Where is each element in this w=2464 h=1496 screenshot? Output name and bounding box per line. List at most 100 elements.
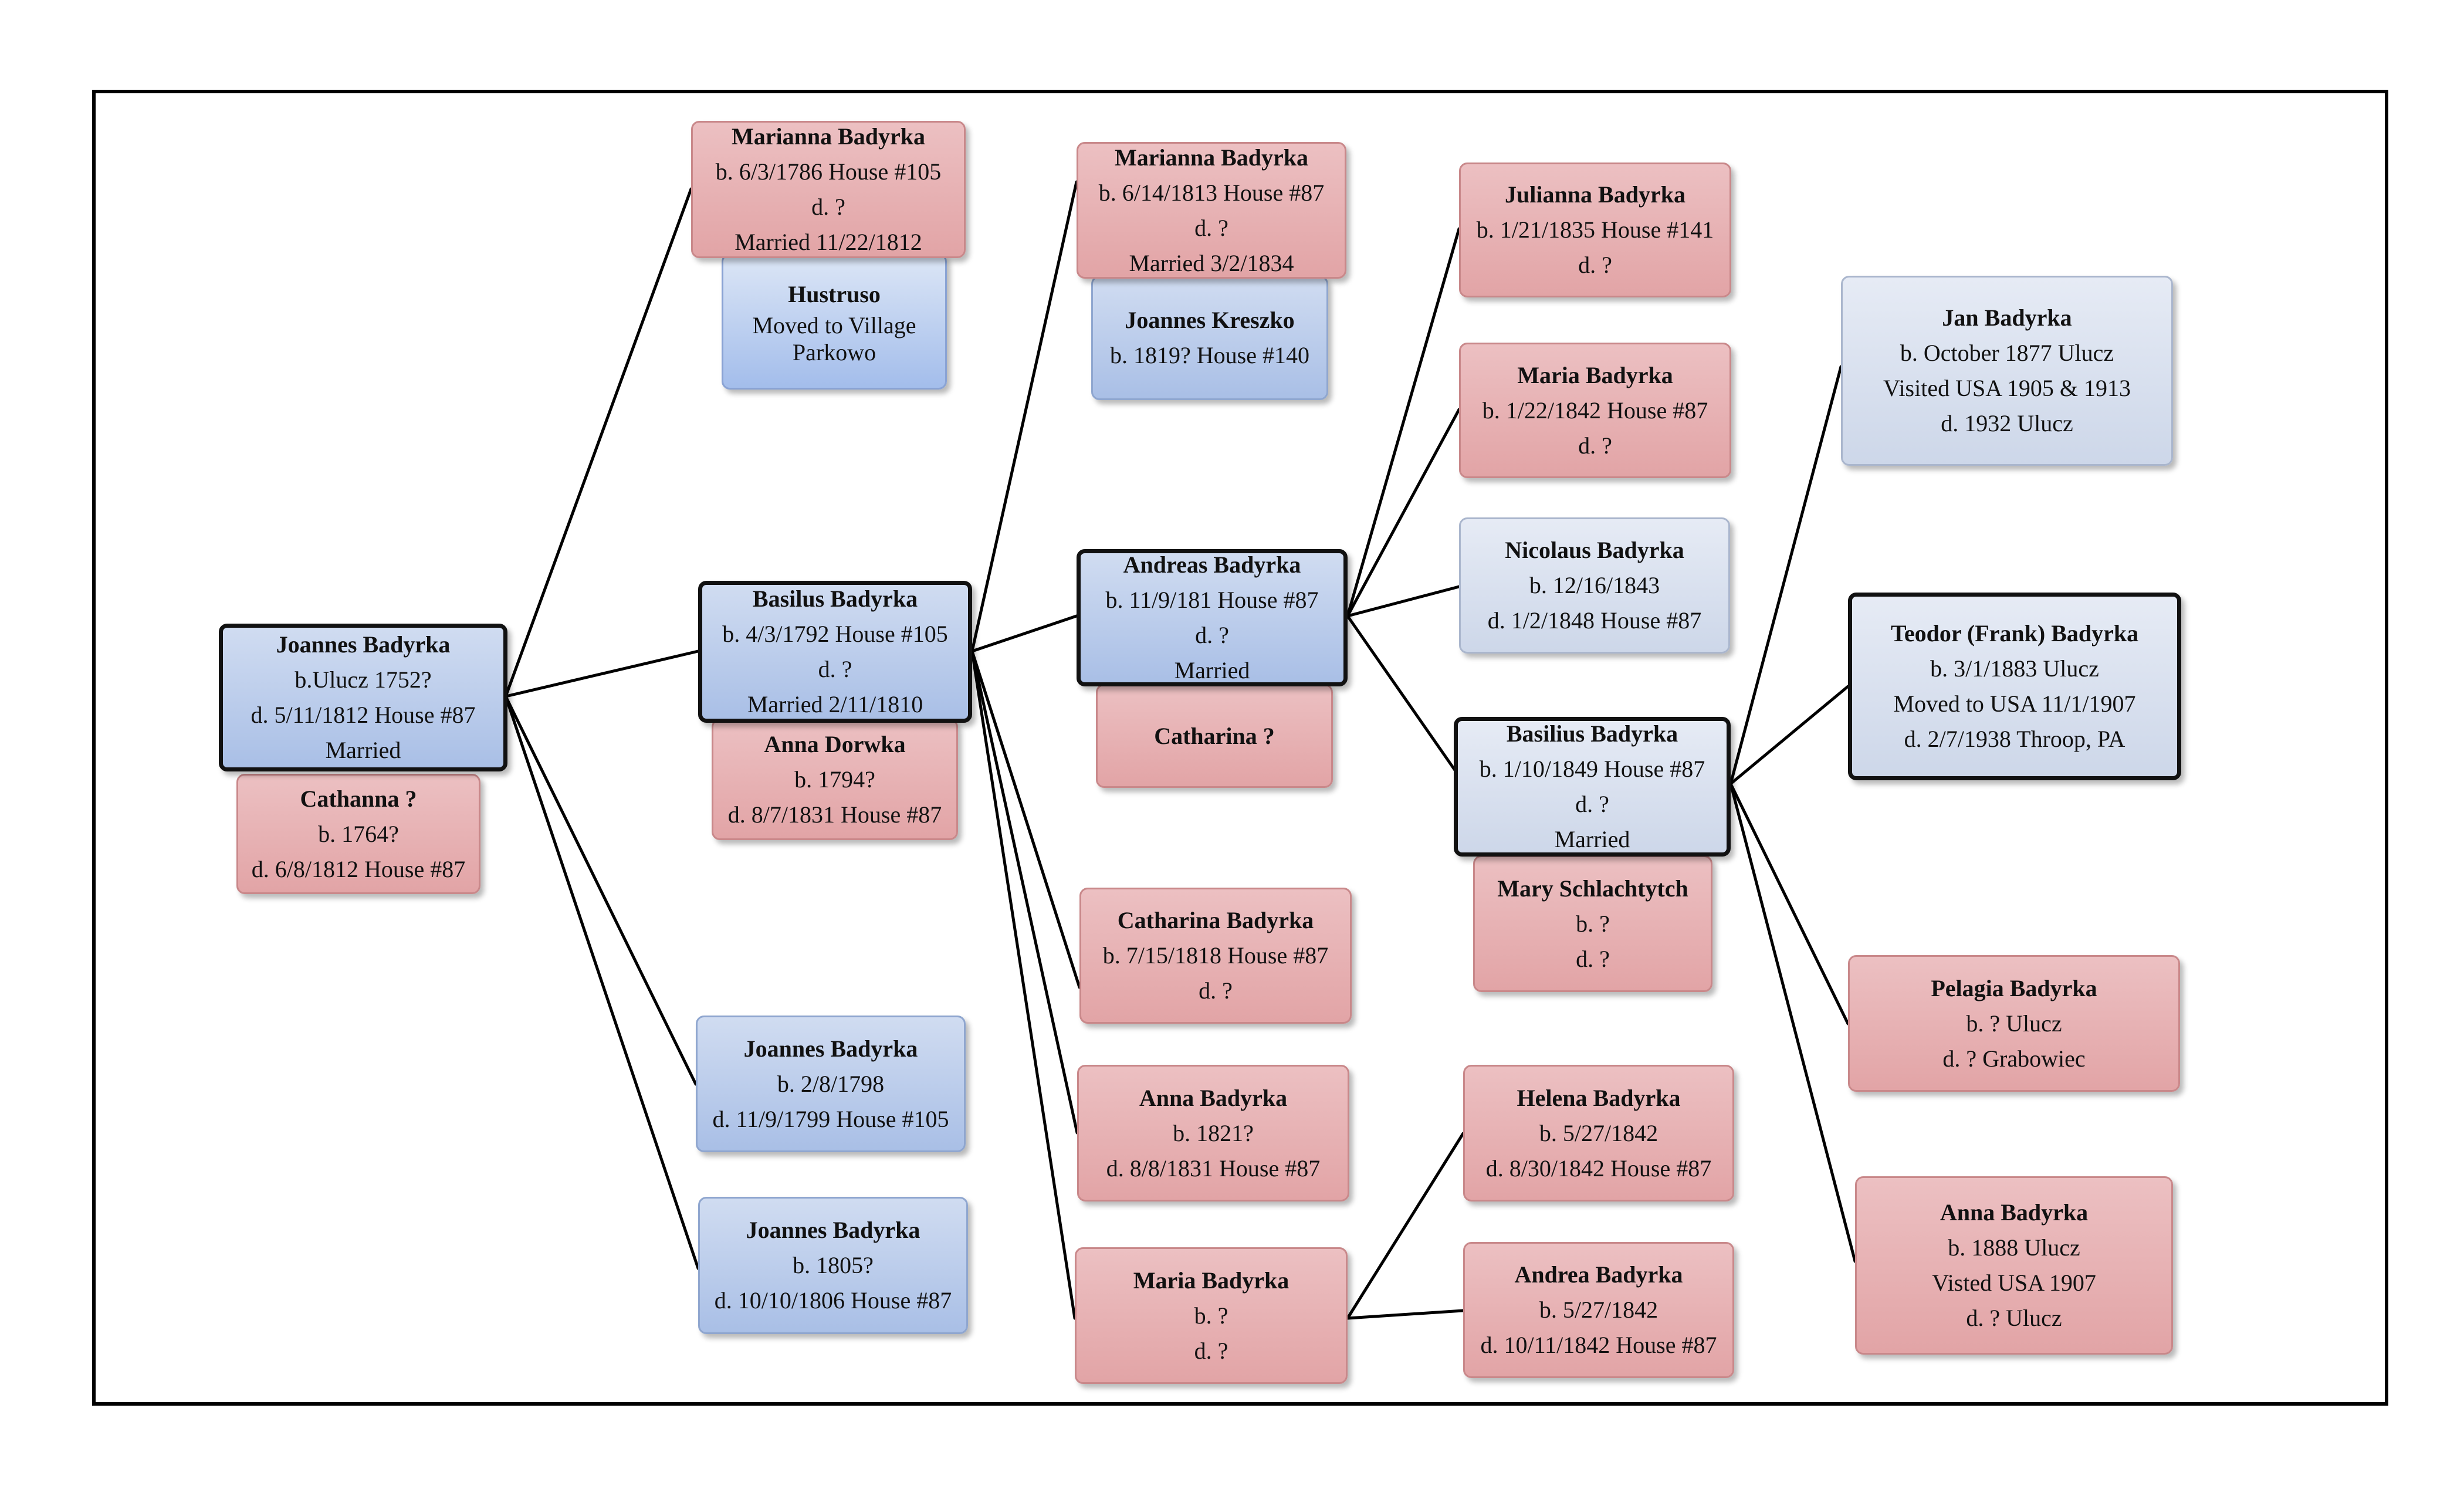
person-andreas[interactable]: Andreas Badyrka b. 11/9/181 House #87 d.… [1077,549,1348,686]
link-basilus-anna1821 [970,649,1079,1135]
person-name: Anna Badyrka [1940,1199,2089,1226]
link-basilius-jan [1729,365,1843,786]
link-andreas-nicolaus [1346,585,1461,618]
person-death: d. ? [1194,1337,1228,1364]
person-teodor[interactable]: Teodor (Frank) Badyrka b. 3/1/1883 Ulucz… [1848,593,2181,780]
person-nicolaus[interactable]: Nicolaus Badyrka b. 12/16/1843 d. 1/2/18… [1459,517,1730,654]
link-andreas-maria1842 [1346,408,1461,618]
link-andreas-basilius [1346,614,1460,776]
person-death: d. 1932 Ulucz [1941,410,2073,436]
person-note: Visted USA 1907 [1932,1270,2096,1296]
person-birth: b. 1821? [1173,1119,1254,1146]
person-birth: b. 3/1/1883 Ulucz [1930,655,2099,682]
person-name: Teodor (Frank) Badyrka [1890,620,2139,647]
person-name: Basilius Badyrka [1506,720,1678,747]
person-helena[interactable]: Helena Badyrka b. 5/27/1842 d. 8/30/1842… [1463,1065,1734,1201]
person-name: Joannes Badyrka [743,1035,918,1062]
person-birth: b. 1764? [318,820,399,847]
person-andrea[interactable]: Andrea Badyrka b. 5/27/1842 d. 10/11/184… [1463,1242,1734,1378]
link-basilus-maria [970,649,1077,1320]
person-joannes-1752[interactable]: Joannes Badyrka b.Ulucz 1752? d. 5/11/18… [219,624,507,771]
person-joannes-1798[interactable]: Joannes Badyrka b. 2/8/1798 d. 11/9/1799… [696,1016,966,1152]
link-andreas-julianna [1346,227,1461,618]
person-name: Jan Badyrka [1942,304,2072,331]
person-joannes-kreszko[interactable]: Joannes Kreszko b. 1819? House #140 [1091,276,1328,400]
person-birth: b. 4/3/1792 House #105 [722,621,948,647]
person-birth: b. October 1877 Ulucz [1900,340,2114,366]
person-death: d. ? Grabowiec [1942,1045,2086,1072]
person-marianna-1813[interactable]: Marianna Badyrka b. 6/14/1813 House #87 … [1077,142,1346,279]
person-birth: b. 1805? [793,1252,874,1278]
person-marriage: Married [1554,826,1630,852]
person-death: d. ? [1576,945,1610,972]
person-name: Cathanna ? [300,785,417,812]
person-marianna-1786[interactable]: Marianna Badyrka b. 6/3/1786 House #105 … [691,121,966,258]
person-death: d. ? [818,656,852,682]
person-maria-badyrka[interactable]: Maria Badyrka b. ? d. ? [1075,1247,1348,1384]
person-name: Andrea Badyrka [1514,1261,1683,1288]
person-catharina-1818[interactable]: Catharina Badyrka b. 7/15/1818 House #87… [1079,888,1352,1024]
person-pelagia[interactable]: Pelagia Badyrka b. ? Ulucz d. ? Grabowie… [1848,955,2180,1092]
person-maria-1842[interactable]: Maria Badyrka b. 1/22/1842 House #87 d. … [1459,343,1731,478]
person-death: d. 6/8/1812 House #87 [251,855,466,882]
person-name: Helena Badyrka [1517,1084,1681,1111]
person-death: d. ? [1578,252,1612,278]
person-name: Anna Badyrka [1139,1084,1288,1111]
person-death: d. ? Ulucz [1966,1305,2062,1331]
person-birth: b.Ulucz 1752? [295,666,432,693]
person-name: Catharina Badyrka [1117,907,1314,933]
person-birth: b. 6/14/1813 House #87 [1098,179,1325,206]
person-death: d. ? [1575,791,1609,817]
person-birth: b. 5/27/1842 [1539,1297,1659,1323]
person-death: d. ? [1195,622,1229,648]
link-basilius-pelagia [1729,782,1850,1025]
link-joannes-joannes1805 [504,695,700,1270]
link-joannes-basilus [504,649,700,698]
person-birth: b. ? [1194,1302,1228,1329]
person-basilius-1849[interactable]: Basilius Badyrka b. 1/10/1849 House #87 … [1454,717,1731,857]
person-name: Catharina ? [1154,722,1275,749]
person-death: d. ? [1194,214,1228,241]
person-marriage: Married 3/2/1834 [1129,249,1294,276]
person-name: Mary Schlachtytch [1497,875,1688,902]
person-name: Andreas Badyrka [1123,551,1301,578]
person-julianna[interactable]: Julianna Badyrka b. 1/21/1835 House #141… [1459,163,1731,297]
person-death: d. 8/7/1831 House #87 [727,801,942,828]
person-basilus-1792[interactable]: Basilus Badyrka b. 4/3/1792 House #105 d… [698,581,972,723]
person-birth: b. 5/27/1842 [1539,1119,1659,1146]
link-basilius-anna1888 [1729,782,1857,1263]
link-maria-helena [1346,1132,1465,1320]
person-death: d. 10/11/1842 House #87 [1480,1332,1717,1358]
link-joannes-joannes1798 [504,695,698,1086]
person-mary-schlachtytch[interactable]: Mary Schlachtytch b. ? d. ? [1473,855,1712,992]
person-death: d. 2/7/1938 Throop, PA [1904,726,2125,752]
person-note: Visited USA 1905 & 1913 [1883,375,2131,401]
person-jan[interactable]: Jan Badyrka b. October 1877 Ulucz Visite… [1841,276,2173,466]
person-name: Joannes Badyrka [276,631,451,658]
link-joannes-marianna [504,187,693,698]
person-anna-dorwka[interactable]: Anna Dorwka b. 1794? d. 8/7/1831 House #… [712,719,958,840]
person-birth: b. 1819? House #140 [1110,342,1309,368]
person-anna-1821[interactable]: Anna Badyrka b. 1821? d. 8/8/1831 House … [1077,1065,1349,1201]
person-hustruso[interactable]: Hustruso Moved to Village Parkowo [722,253,947,390]
person-death: d. 8/30/1842 House #87 [1485,1155,1712,1182]
person-name: Julianna Badyrka [1505,181,1685,208]
person-birth: b. 1/22/1842 House #87 [1482,397,1708,424]
person-birth: b. 2/8/1798 [777,1070,885,1097]
person-birth: b. 12/16/1843 [1529,572,1660,598]
person-death: d. 8/8/1831 House #87 [1106,1155,1321,1182]
person-marriage: Married [325,737,401,763]
person-anna-1888[interactable]: Anna Badyrka b. 1888 Ulucz Visted USA 19… [1855,1176,2173,1355]
person-name: Nicolaus Badyrka [1505,537,1684,563]
person-name: Maria Badyrka [1133,1267,1289,1294]
person-cathanna[interactable]: Cathanna ? b. 1764? d. 6/8/1812 House #8… [236,774,480,894]
link-basilus-catharina [970,649,1081,989]
person-death: d. 1/2/1848 House #87 [1487,607,1702,634]
person-catharina-spouse[interactable]: Catharina ? [1096,684,1333,788]
person-marriage: Married 2/11/1810 [747,691,923,717]
person-joannes-1805[interactable]: Joannes Badyrka b. 1805? d. 10/10/1806 H… [698,1197,968,1334]
link-basilus-andreas [970,614,1078,653]
person-name: Joannes Badyrka [746,1217,920,1243]
person-birth: b. 1794? [794,766,875,793]
